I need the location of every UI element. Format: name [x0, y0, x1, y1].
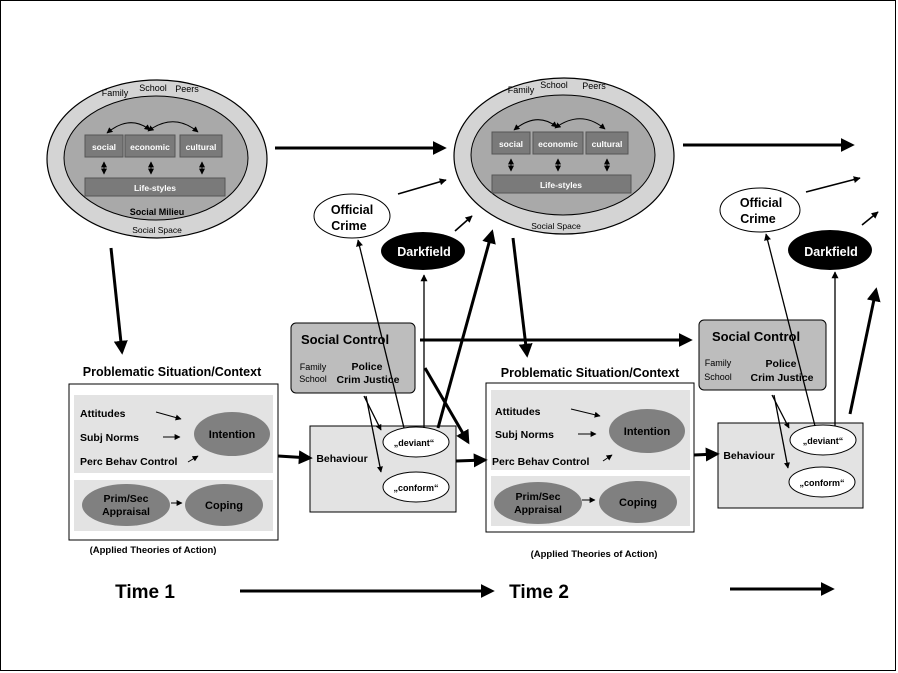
official-crime-node-2: [719, 187, 801, 233]
intention-label: Intention: [209, 429, 256, 441]
darkfield-label: Darkfield: [804, 245, 858, 259]
lifestyles-box: [491, 174, 632, 194]
control-agent-crim-justice: Crim Justice: [336, 374, 399, 386]
capital-label-economic: economic: [538, 139, 578, 149]
predictor-perc-behav-control: Perc Behav Control: [492, 456, 590, 468]
capital-label-social: social: [92, 142, 116, 152]
conform-node: [788, 466, 856, 498]
predictor-attitudes: Attitudes: [495, 406, 541, 418]
official-crime-label-line2: Crime: [331, 219, 366, 233]
capital-box-social: [84, 134, 124, 158]
arrows: [109, 138, 881, 598]
capital-box-social: [491, 131, 531, 155]
context-title: Problematic Situation/Context: [83, 365, 262, 379]
social-space-label: Social Space: [531, 221, 581, 231]
social-control-title: Social Control: [301, 332, 389, 347]
control-agent-school: School: [704, 372, 732, 382]
milieu-top-label-family: Family: [102, 88, 129, 98]
predictor-subj-norms: Subj Norms: [80, 432, 139, 444]
deviant-node: [789, 424, 857, 456]
social-control-box-1: Social Control Family School Police Crim…: [290, 322, 416, 394]
time-label-1: Time 1: [115, 582, 175, 603]
conform-label: „conform“: [394, 483, 439, 493]
milieu-top-label-school: School: [540, 80, 568, 90]
capital-box-cultural: [585, 131, 629, 155]
appraisal-label-line2: Appraisal: [514, 504, 562, 516]
capital-label-cultural: cultural: [186, 142, 217, 152]
appraisal-label-line1: Prim/Sec: [516, 491, 561, 503]
context-title: Problematic Situation/Context: [501, 366, 680, 380]
official-crime-label-line1: Official: [740, 196, 782, 210]
darkfield-label: Darkfield: [397, 245, 451, 259]
capital-box-cultural: [179, 134, 223, 158]
behaviour-label: Behaviour: [316, 453, 367, 465]
deviant-node: [382, 426, 450, 458]
capital-box-economic: [124, 134, 176, 158]
social-control-box-2: Social Control Family School Police Crim…: [698, 319, 827, 391]
darkfield-node-1: [381, 232, 465, 270]
appraisal-label-line1: Prim/Sec: [104, 493, 149, 505]
social-milieu-label: Social Milieu: [130, 207, 185, 217]
predictor-subj-norms: Subj Norms: [495, 429, 554, 441]
appraisal-node: [82, 484, 170, 526]
appraisal-label-line2: Appraisal: [102, 506, 150, 518]
social-space-1: Family School Peers social economic cult…: [46, 79, 268, 239]
lifestyles-box: [84, 177, 226, 197]
coping-node: [185, 484, 263, 526]
applied-theories-caption: (Applied Theories of Action): [90, 545, 217, 556]
coping-label: Coping: [619, 497, 657, 509]
intention-node: [609, 409, 685, 453]
control-agent-police: Police: [766, 358, 797, 370]
context-box-1: Attitudes Subj Norms Perc Behav Control …: [68, 383, 279, 541]
official-crime-label-line1: Official: [331, 203, 373, 217]
control-agent-police: Police: [352, 361, 383, 373]
conform-node: [382, 471, 450, 503]
behaviour-label: Behaviour: [723, 450, 774, 462]
appraisal-node: [494, 482, 582, 524]
deviant-label: „deviant“: [394, 438, 435, 448]
social-space-2: Family School Peers social economic cult…: [453, 77, 675, 235]
milieu-top-label-school: School: [139, 83, 167, 93]
darkfield-node-2: [788, 230, 872, 270]
time-label-2: Time 2: [509, 582, 569, 603]
behaviour-box-2: Behaviour „deviant“ „conform“: [717, 422, 864, 509]
control-agent-family: Family: [705, 358, 732, 368]
coping-label: Coping: [205, 500, 243, 512]
capital-label-economic: economic: [130, 142, 170, 152]
behaviour-box-1: Behaviour „deviant“ „conform“: [309, 425, 457, 513]
intention-label: Intention: [624, 426, 671, 438]
predictor-perc-behav-control: Perc Behav Control: [80, 456, 178, 468]
control-agent-school: School: [299, 374, 327, 384]
social-control-title: Social Control: [712, 329, 800, 344]
milieu-top-label-family: Family: [508, 85, 535, 95]
capital-label-cultural: cultural: [592, 139, 623, 149]
conform-label: „conform“: [800, 478, 845, 488]
control-agent-crim-justice: Crim Justice: [750, 372, 813, 384]
official-crime-node-1: [313, 193, 391, 239]
coping-node: [599, 481, 677, 523]
social-space-label: Social Space: [132, 225, 182, 235]
deviant-label: „deviant“: [803, 436, 844, 446]
control-agent-family: Family: [300, 362, 327, 372]
official-crime-label-line2: Crime: [740, 212, 775, 226]
capital-box-economic: [532, 131, 584, 155]
applied-theories-caption: (Applied Theories of Action): [531, 549, 658, 560]
predictor-attitudes: Attitudes: [80, 408, 126, 420]
intention-node: [194, 412, 270, 456]
capital-label-social: social: [499, 139, 523, 149]
lifestyles-label: Life-styles: [134, 183, 176, 193]
milieu-top-label-peers: Peers: [175, 84, 199, 94]
lifestyles-label: Life-styles: [540, 180, 582, 190]
milieu-top-label-peers: Peers: [582, 81, 606, 91]
context-box-2: Attitudes Subj Norms Perc Behav Control …: [485, 382, 695, 533]
